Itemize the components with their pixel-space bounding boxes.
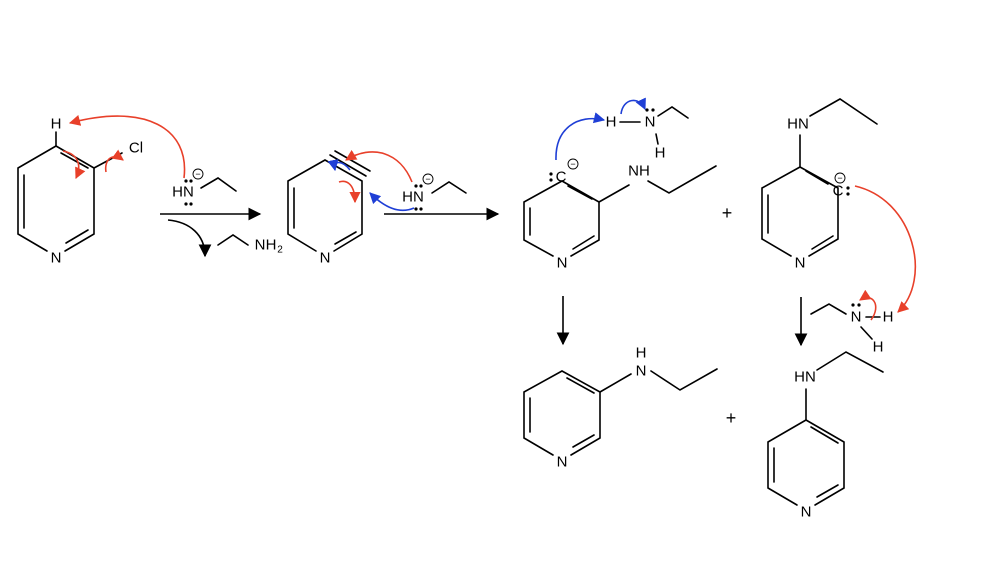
atom-n: N [645, 114, 656, 131]
atom-c: C [833, 183, 844, 200]
atom-n: N [636, 363, 647, 380]
atom-n: N [320, 250, 331, 267]
atom-h: H [51, 116, 62, 133]
intermediate-c4-carbanion: C − NH N [523, 112, 717, 272]
curved-arrow [555, 112, 606, 161]
intermediate-c3-carbanion: HN C − N [761, 98, 917, 313]
atom-c: C [556, 169, 567, 186]
byproduct-arrow [167, 219, 212, 258]
atom-h: H [636, 345, 647, 362]
atom-n: N [557, 255, 568, 272]
molecule-3-chloropyridine: N H Cl [17, 114, 186, 267]
atom-n: N [851, 309, 862, 326]
charge-negative: − [570, 159, 575, 169]
curved-arrow [68, 114, 186, 179]
charge-negative: − [837, 173, 842, 183]
ethylamine-proton-source: N H H [810, 289, 894, 356]
atom-h: H [606, 114, 617, 131]
curved-arrow [327, 159, 351, 172]
curved-arrow [104, 149, 124, 173]
curved-arrow [859, 289, 877, 321]
curved-arrow [620, 97, 646, 115]
curved-arrow [345, 149, 413, 183]
subscript-2: 2 [277, 245, 283, 256]
charge-negative: − [195, 169, 200, 179]
atom-nh: NH [628, 163, 650, 180]
atom-cl: Cl [129, 140, 143, 157]
product-4-ethylaminopyridine: HN N [767, 351, 884, 521]
curved-arrow [338, 180, 361, 204]
plus-sign: + [726, 408, 737, 428]
ethylamide-anion: HN − [402, 173, 467, 211]
ethylamide-anion: HN − [172, 168, 237, 206]
atom-n: N [557, 454, 568, 471]
atom-h: H [873, 339, 884, 356]
ethylamine-byproduct: N H 2 [217, 234, 283, 256]
atom-h: H [883, 309, 894, 326]
ethylamine-proton-source: H N H [606, 97, 689, 162]
curved-arrow [62, 150, 86, 180]
curved-arrow [854, 185, 917, 313]
plus-sign: + [722, 203, 733, 223]
atom-hn: HN [402, 189, 424, 206]
atom-h: H [266, 237, 277, 254]
atom-n: N [51, 250, 62, 267]
atom-hn: HN [794, 369, 816, 386]
atom-h: H [655, 145, 666, 162]
atom-hn: HN [787, 116, 809, 133]
product-3-ethylaminopyridine: H N N [523, 345, 718, 471]
charge-negative: − [425, 174, 430, 184]
atom-n: N [255, 237, 266, 254]
atom-hn: HN [172, 184, 194, 201]
atom-n: N [801, 504, 812, 521]
curved-arrow [369, 192, 415, 212]
molecule-pyridyne: N [287, 149, 415, 267]
atom-n: N [795, 255, 806, 272]
